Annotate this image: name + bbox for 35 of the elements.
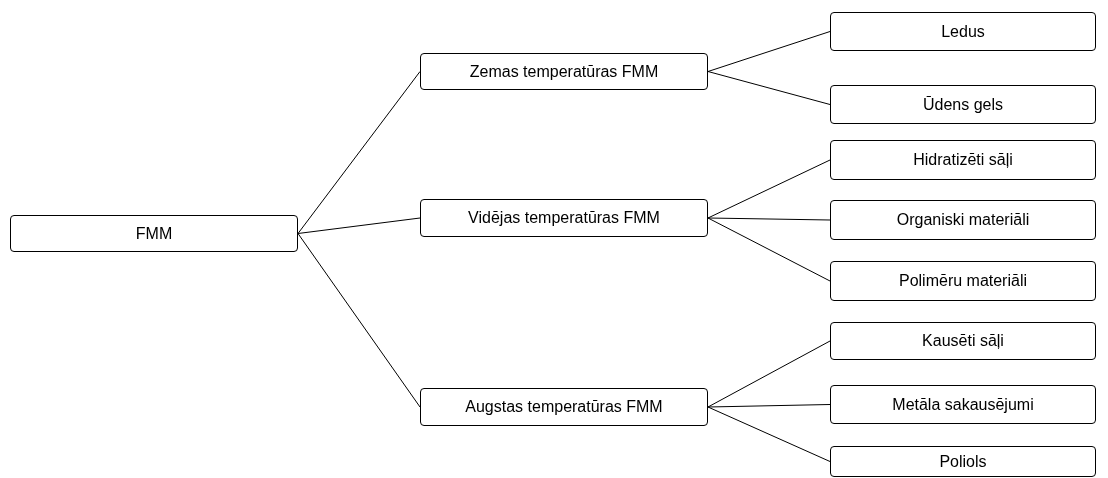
- node-label: Ūdens gels: [922, 95, 1003, 114]
- node-label: Polimēru materiāli: [898, 272, 1027, 290]
- category-box: [830, 85, 1096, 124]
- category-box: [420, 199, 708, 237]
- connector-line: [707, 31, 831, 72]
- category-box: [420, 53, 708, 90]
- connector-line: [707, 217, 831, 282]
- node-label: Zemas temperatūras FMM: [469, 62, 659, 81]
- node-label: Metāla sakausējumi: [892, 395, 1034, 414]
- category-box: [10, 215, 298, 252]
- node-label: FMM: [135, 224, 173, 243]
- connector-line: [707, 404, 831, 408]
- category-box: [420, 388, 708, 426]
- category-box: [830, 200, 1096, 240]
- connector-line: [707, 217, 831, 221]
- connector-line: [707, 159, 831, 219]
- category-box: [830, 12, 1096, 51]
- node-label: Vidējas temperatūras FMM: [468, 209, 660, 227]
- node-label: Poliols: [939, 452, 987, 471]
- category-box: [830, 261, 1096, 301]
- connector-line: [297, 233, 421, 408]
- node-label: Augstas temperatūras FMM: [465, 398, 663, 416]
- category-box: [830, 385, 1096, 424]
- category-box: [830, 140, 1096, 180]
- connector-line: [297, 217, 421, 234]
- node-label: Hidratizēti sāļi: [913, 151, 1013, 169]
- node-label: Ledus: [941, 22, 985, 41]
- connector-line: [297, 71, 421, 234]
- category-box: [830, 322, 1096, 360]
- node-label: Kausēti sāļi: [922, 332, 1004, 350]
- node-label: Organiski materiāli: [896, 211, 1030, 229]
- connector-line: [707, 71, 831, 105]
- connector-line: [707, 406, 831, 462]
- connector-line: [707, 340, 831, 408]
- category-box: [830, 446, 1096, 477]
